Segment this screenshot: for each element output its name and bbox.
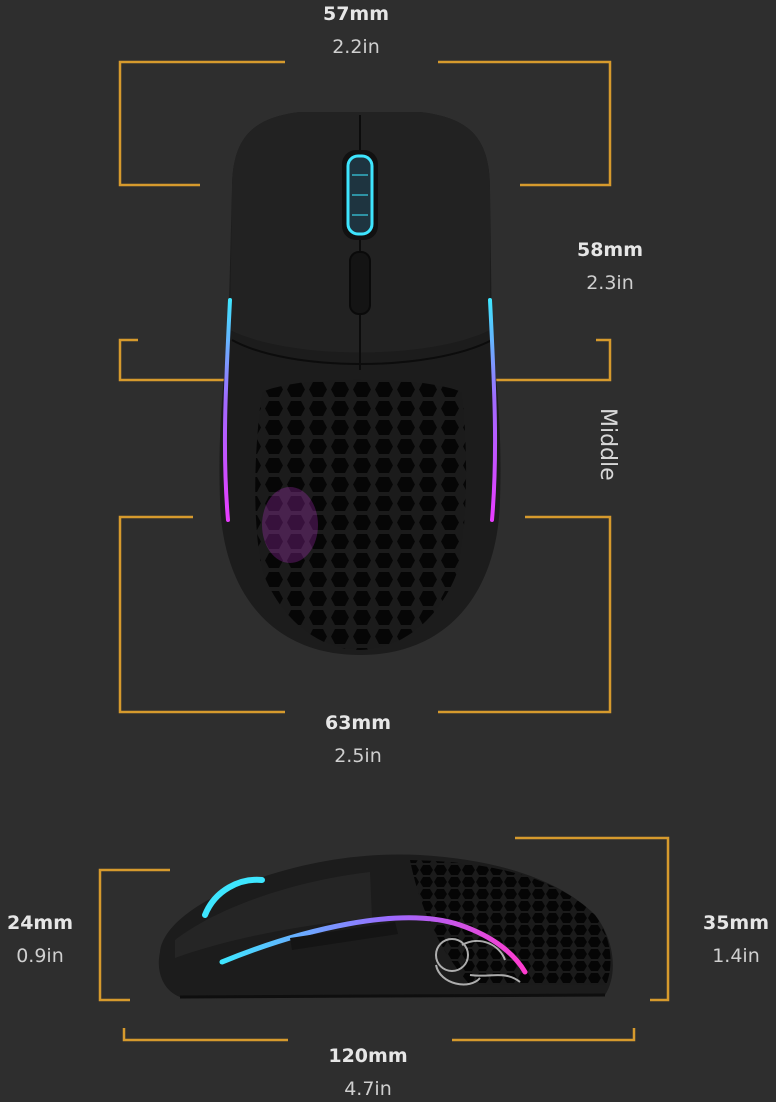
bracket-front-height: [98, 868, 170, 1002]
bracket-back-height: [515, 836, 670, 1002]
bracket-middle: [118, 338, 612, 382]
back-height-in: 1.4in: [712, 945, 760, 967]
back-height-label: 35mm 1.4in: [696, 911, 776, 969]
front-height-label: 24mm 0.9in: [0, 911, 80, 969]
bracket-top: [118, 60, 612, 187]
middle-width-in: 2.3in: [586, 272, 634, 294]
bracket-length: [122, 1028, 636, 1042]
bottom-width-mm: 63mm: [324, 712, 392, 734]
mouse-side-view: [158, 854, 613, 999]
length-in: 4.7in: [344, 1078, 392, 1100]
middle-caption: Middle: [595, 408, 620, 481]
bottom-width-label: 63mm 2.5in: [308, 711, 408, 769]
length-label: 120mm 4.7in: [318, 1044, 418, 1102]
length-mm: 120mm: [328, 1045, 408, 1067]
top-width-mm: 57mm: [322, 3, 390, 25]
top-width-label: 57mm 2.2in: [306, 2, 406, 60]
front-height-mm: 24mm: [6, 912, 74, 934]
back-height-mm: 35mm: [702, 912, 770, 934]
mouse-top-view: [219, 112, 501, 655]
bottom-width-in: 2.5in: [334, 745, 382, 767]
middle-width-label: 58mm 2.3in: [560, 238, 660, 296]
middle-width-mm: 58mm: [576, 239, 644, 261]
brand-logo: [435, 938, 521, 986]
top-width-in: 2.2in: [332, 36, 380, 58]
front-height-in: 0.9in: [16, 945, 64, 967]
bracket-bottom: [118, 515, 612, 714]
